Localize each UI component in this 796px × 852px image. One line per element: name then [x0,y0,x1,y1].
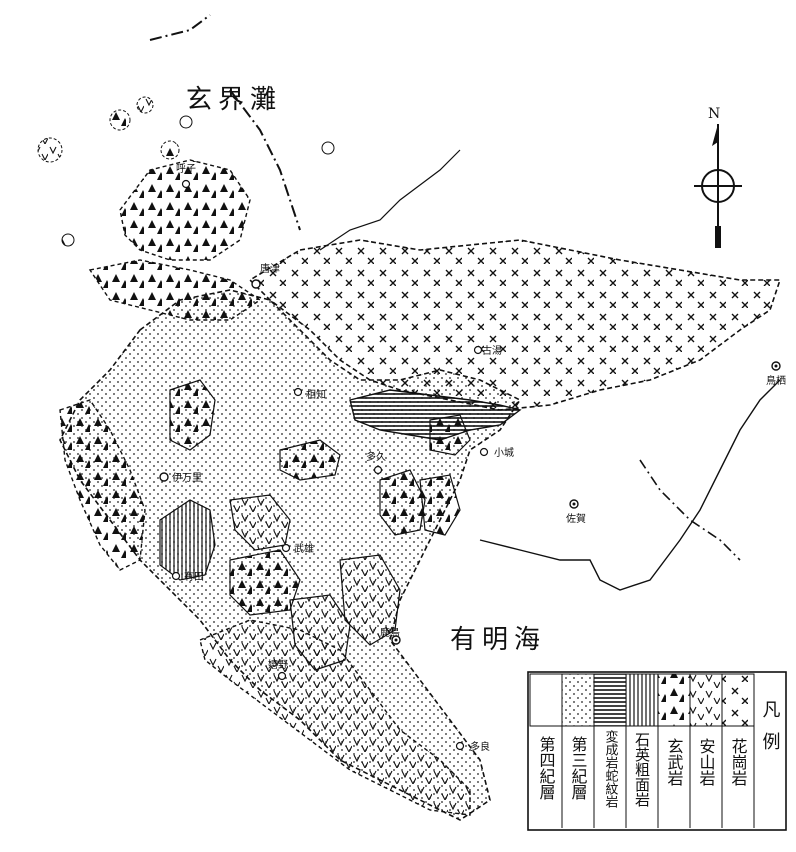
island-3 [136,96,154,114]
quartz-trachyte-region [159,499,216,581]
legend-label-basalt: 玄武岩 [665,738,684,786]
basalt-region-higashimatsuura [88,259,262,321]
island-1 [37,137,63,163]
town-kashima: 鹿島 [380,626,401,645]
basalt-region-west [59,399,146,571]
basalt-region-ogi [429,414,471,456]
town-label-arita: 有田 [184,570,204,583]
town-saga: 佐賀 [566,499,586,525]
basalt-region-north [119,159,251,261]
town-label-ochi: 相知 [306,388,326,401]
legend-swatch-quaternary [529,673,563,727]
basalt-region-arita [229,549,301,616]
legend-swatch-granite [721,673,755,727]
town-label-karatsu: 唐津 [260,262,280,275]
town-arita: 有田 [171,570,204,583]
basalt-region-taku [279,439,341,481]
legend-label-tertiary: 第三紀層 [569,736,588,800]
island-5 [160,140,180,160]
sea-label-genkainada: 玄界灘 [186,85,282,115]
town-label-saga: 佐賀 [566,513,586,525]
legend: 第四紀層 第三紀層 変成岩蛇紋岩 石英粗面岩 玄武岩 安山岩 花崗岩 凡例 [527,671,787,831]
town-ochi: 相知 [293,387,326,401]
town-label-takeo: 武雄 [294,542,314,555]
boundary-east [639,459,741,561]
legend-swatch-andesite [689,673,723,727]
town-tosu: 鳥栖 [766,361,786,387]
basalt-region-central [379,469,426,536]
town-ureshino: 嬉野 [268,658,288,681]
town-imari: 伊万里 [159,472,202,484]
town-label-kyuragi: 古湯 [482,344,502,357]
island-4 [179,115,193,129]
legend-title: 凡例 [760,700,781,764]
town-label-ogi: 小城 [494,447,514,459]
north-arrow: N [694,106,742,248]
legend-label-granite: 花崗岩 [729,738,748,786]
basalt-region-imari [169,379,216,451]
legend-swatch-metamorphic [593,673,627,727]
island-2 [109,109,131,131]
town-karatsu: 唐津 [251,262,280,289]
granite-region [248,239,782,411]
town-label-kashima: 鹿島 [380,626,400,639]
town-label-imari: 伊万里 [172,472,202,484]
legend-label-metamorphic: 変成岩蛇紋岩 [603,729,619,808]
town-label-tosu: 鳥栖 [766,374,786,387]
island-6 [61,233,75,247]
legend-swatch-basalt [657,673,691,727]
sea-label-ariakekai: 有明海 [450,625,546,655]
town-tara: 多良 [455,740,490,753]
town-kyuragi: 古湯 [473,344,502,357]
north-arrow-letter: N [708,106,720,122]
island-7 [321,141,335,155]
basalt-region-east [419,474,461,536]
town-yobuko: 呼子 [176,163,196,189]
legend-swatch-quartz-trachyte [625,673,659,727]
legend-label-andesite: 安山岩 [697,738,716,786]
coastline-north [319,149,461,251]
metamorphic-region [349,389,522,441]
boundary-genkai [149,14,301,231]
andesite-region-southwest [289,594,351,671]
town-label-tara: 多良 [470,740,490,753]
legend-label-quaternary: 第四紀層 [537,736,556,800]
town-takeo: 武雄 [281,542,314,555]
town-taku: 多久 [366,450,386,475]
town-ogi: 小城 [479,447,514,459]
town-label-ureshino: 嬉野 [268,658,288,671]
town-label-taku: 多久 [366,450,386,463]
town-label-yobuko: 呼子 [176,163,196,175]
legend-swatch-tertiary [561,673,595,727]
coastline-ariake [479,379,781,591]
legend-label-quartz-trachyte: 石英粗面岩 [633,732,651,807]
